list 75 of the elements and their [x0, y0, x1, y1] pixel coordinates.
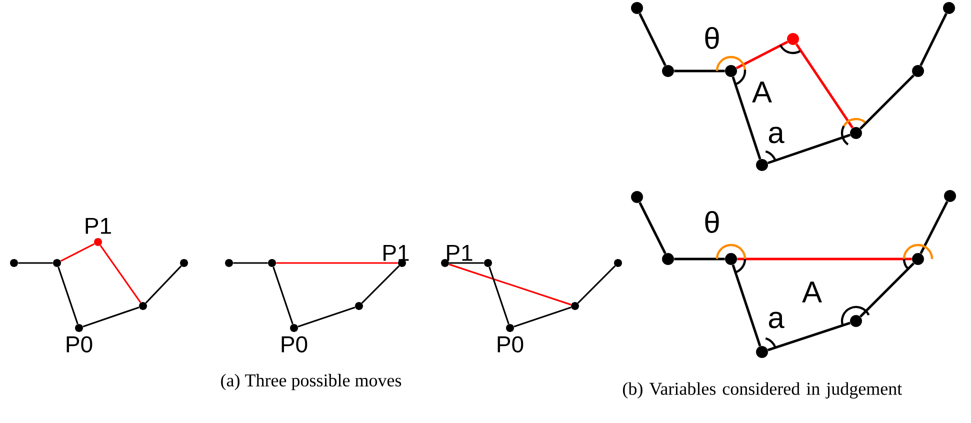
joint-dot — [725, 65, 737, 77]
line-segment — [674, 70, 725, 72]
joint-dot — [912, 65, 924, 77]
line-segment — [272, 266, 294, 324]
line-segment — [298, 306, 356, 328]
joint-dot — [506, 324, 514, 332]
line-segment — [920, 13, 948, 66]
joint-dot — [355, 302, 363, 310]
line-segment — [82, 306, 140, 328]
line-segment — [488, 266, 510, 324]
point-label: P0 — [498, 336, 524, 352]
line-segment — [732, 264, 762, 346]
joint-dot — [756, 346, 768, 358]
joint-dot — [662, 253, 674, 265]
joint-dot — [787, 33, 799, 45]
variable-label: A — [802, 282, 822, 302]
line-segment — [860, 262, 915, 318]
joint-dot — [180, 259, 188, 267]
joint-dot — [725, 253, 737, 265]
line-segment — [60, 243, 95, 262]
point-label: P0 — [66, 336, 92, 352]
joint-dot — [571, 302, 579, 310]
line-segment — [767, 134, 851, 164]
line-segment — [145, 265, 182, 304]
joint-dot — [943, 2, 956, 14]
joint-dot — [139, 302, 147, 310]
point-label: P1 — [86, 218, 111, 234]
caption: (b) Variables considered in judgement — [623, 382, 902, 399]
line-segment — [737, 258, 912, 260]
line-segment — [233, 262, 268, 264]
line-segment — [638, 202, 666, 254]
joint-dot — [850, 127, 862, 139]
line-segment — [100, 244, 142, 304]
variable-label: a — [768, 126, 784, 144]
joint-dot — [398, 259, 406, 267]
joint-dot — [225, 259, 233, 267]
joint-dot — [53, 259, 61, 267]
joint-dot — [631, 191, 643, 203]
joint-dot — [912, 253, 924, 265]
line-segment — [674, 258, 725, 260]
line-segment — [860, 74, 915, 130]
joint-dot — [75, 324, 83, 332]
caption: (a) Three possible moves — [221, 374, 402, 390]
joint-dot — [944, 190, 956, 202]
point-label: P1 — [447, 244, 472, 261]
joint-dot — [441, 259, 449, 267]
line-segment — [732, 76, 762, 160]
line-segment — [768, 322, 851, 352]
line-segment — [361, 265, 400, 304]
variable-label: a — [768, 312, 784, 328]
joint-dot — [631, 2, 643, 14]
joint-dot — [850, 315, 862, 327]
line-segment — [795, 43, 854, 129]
joint-dot — [484, 259, 492, 267]
line-segment — [18, 262, 53, 264]
line-segment — [577, 265, 616, 304]
line-segment — [920, 200, 948, 254]
variable-label: θ — [705, 211, 719, 233]
line-segment — [736, 40, 788, 70]
line-segment — [276, 262, 398, 264]
line-segment — [638, 13, 666, 66]
joint-dot — [662, 65, 674, 77]
line-segment — [514, 306, 572, 328]
joint-dot — [10, 259, 18, 267]
joint-dot — [268, 259, 276, 267]
point-label: P0 — [282, 336, 308, 352]
line-segment — [58, 266, 78, 324]
joint-dot — [756, 159, 768, 171]
joint-dot — [290, 324, 298, 332]
line-segment — [448, 264, 572, 306]
joint-dot — [94, 238, 102, 246]
line-segment — [449, 262, 484, 264]
variable-label: A — [752, 82, 772, 102]
variable-label: θ — [705, 27, 719, 49]
joint-dot — [614, 259, 622, 267]
